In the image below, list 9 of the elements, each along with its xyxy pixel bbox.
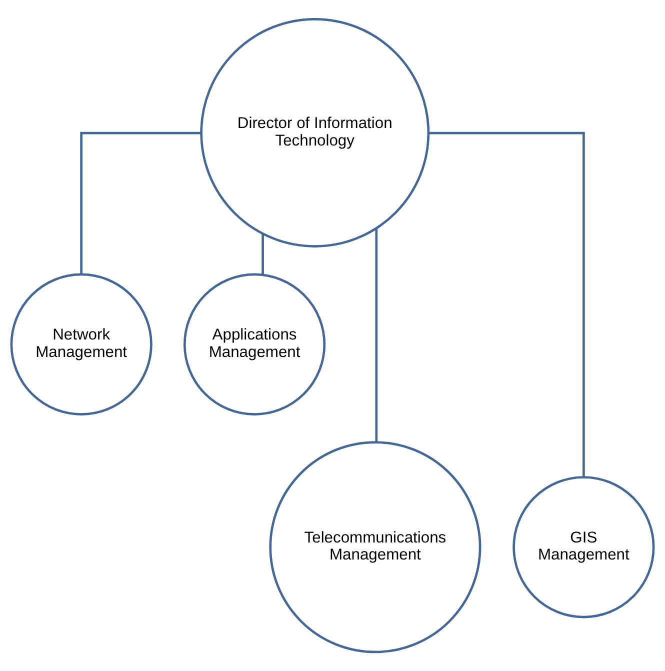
connector bbox=[375, 228, 378, 442]
node-circle: GIS Management bbox=[512, 476, 655, 618]
node-circle: Director of Information Technology bbox=[200, 18, 430, 248]
connector bbox=[262, 234, 264, 276]
node-circle: Network Management bbox=[10, 273, 152, 416]
connector bbox=[80, 132, 202, 274]
connector bbox=[428, 132, 585, 478]
node-circle: Telecommunications Management bbox=[269, 441, 482, 654]
node-circle: Applications Management bbox=[183, 273, 326, 416]
